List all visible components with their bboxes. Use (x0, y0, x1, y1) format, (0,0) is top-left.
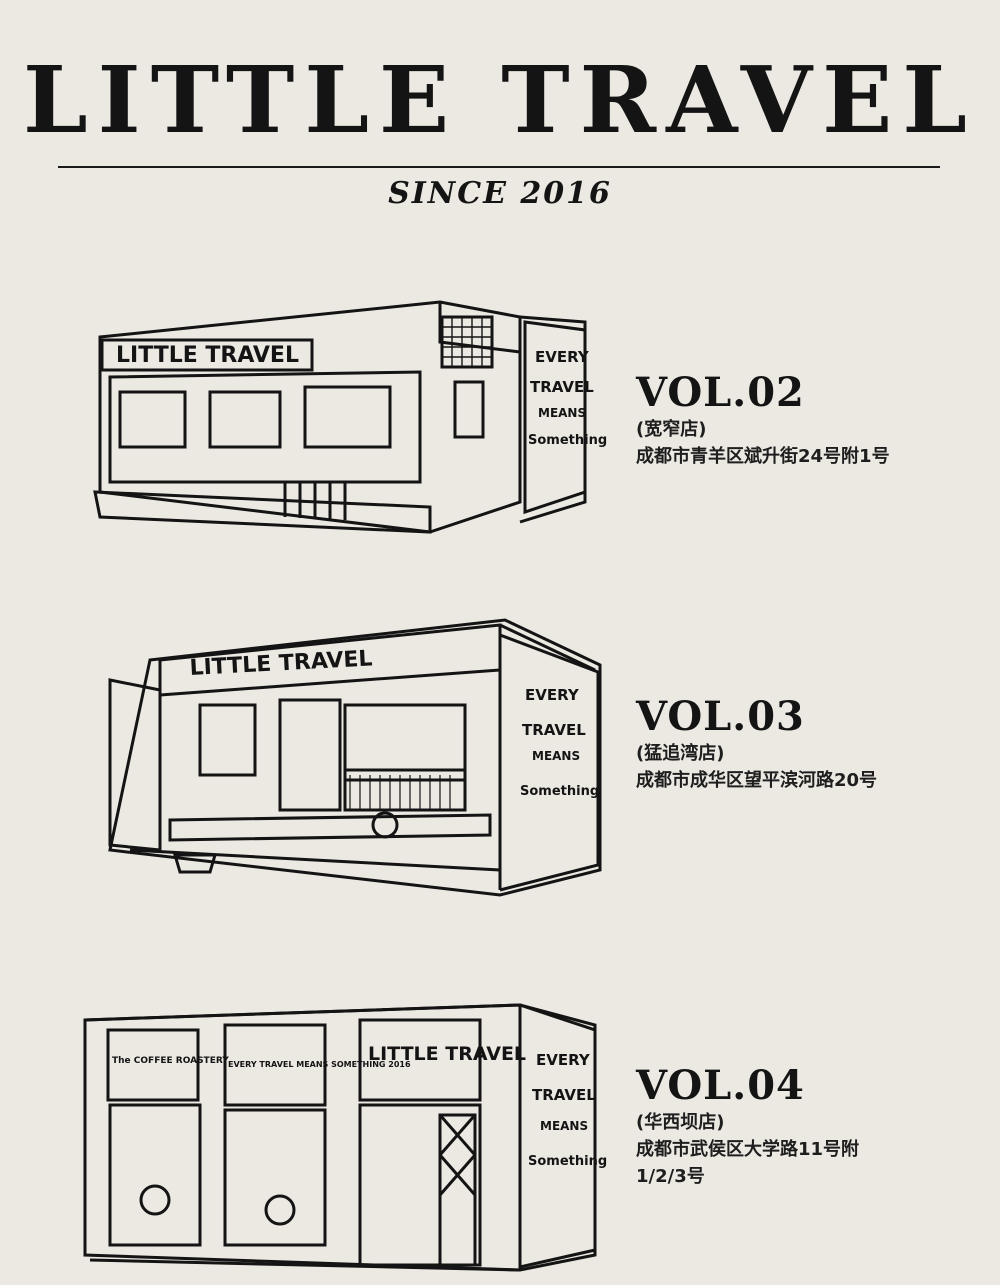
window-sign-every-travel: EVERY TRAVEL MEANS SOMETHING 2016 (228, 1060, 411, 1069)
store-vol-03: LITTLE TRAVEL EVERY TRAVEL MEANS Somethi… (0, 610, 1000, 910)
shop-sign-text: LITTLE TRAVEL (116, 343, 299, 368)
storefront-illustration: LITTLE TRAVEL The COFFEE ROASTERY EVERY … (83, 1003, 607, 1272)
side-text-every: EVERY (525, 686, 580, 704)
store-info: VOL.03 (猛追湾店) 成都市成华区望平滨河路20号 (636, 694, 877, 794)
store-vol-04: LITTLE TRAVEL The COFFEE ROASTERY EVERY … (0, 985, 1000, 1285)
shop-sign-text: LITTLE TRAVEL (368, 1043, 526, 1065)
store-name: (宽窄店) (636, 419, 707, 440)
side-text-every: EVERY (536, 1051, 591, 1069)
store-address: 成都市青羊区斌升街24号附1号 (636, 446, 890, 467)
since-tagline: SINCE 2016 (388, 176, 612, 211)
side-text-means: MEANS (532, 749, 580, 763)
store-volume: VOL.04 (636, 1062, 805, 1109)
store-vol-02: LITTLE TRAVEL EVERY TRAVEL MEANS Somethi… (0, 282, 1000, 582)
store-name: (华西坝店) (636, 1112, 725, 1133)
side-text-means: MEANS (538, 406, 586, 420)
side-text-every: EVERY (535, 348, 590, 366)
side-text-travel: TRAVEL (532, 1086, 596, 1104)
side-text-something: Something (520, 784, 599, 799)
side-text-means: MEANS (540, 1119, 588, 1133)
side-text-something: Something (528, 1154, 607, 1169)
title-divider (58, 166, 940, 168)
store-address: 成都市成华区望平滨河路20号 (636, 770, 878, 791)
side-text-travel: TRAVEL (522, 721, 586, 739)
store-address: 成都市武侯区大学路11号附 (636, 1139, 860, 1160)
page-title: LITTLE TRAVEL (22, 46, 977, 154)
store-info: VOL.02 (宽窄店) 成都市青羊区斌升街24号附1号 (636, 370, 890, 470)
store-volume: VOL.03 (636, 693, 805, 740)
store-address: 1/2/3号 (636, 1166, 705, 1187)
storefront-illustration: LITTLE TRAVEL EVERY TRAVEL MEANS Somethi… (93, 300, 607, 534)
side-text-something: Something (528, 433, 607, 448)
store-volume: VOL.02 (636, 369, 805, 416)
storefront-illustration: LITTLE TRAVEL EVERY TRAVEL MEANS Somethi… (108, 618, 602, 897)
store-name: (猛追湾店) (636, 743, 725, 764)
window-sign-coffee: The COFFEE ROASTERY (112, 1056, 229, 1066)
store-info: VOL.04 (华西坝店) 成都市武侯区大学路11号附 1/2/3号 (636, 1063, 859, 1190)
side-text-travel: TRAVEL (530, 378, 594, 396)
